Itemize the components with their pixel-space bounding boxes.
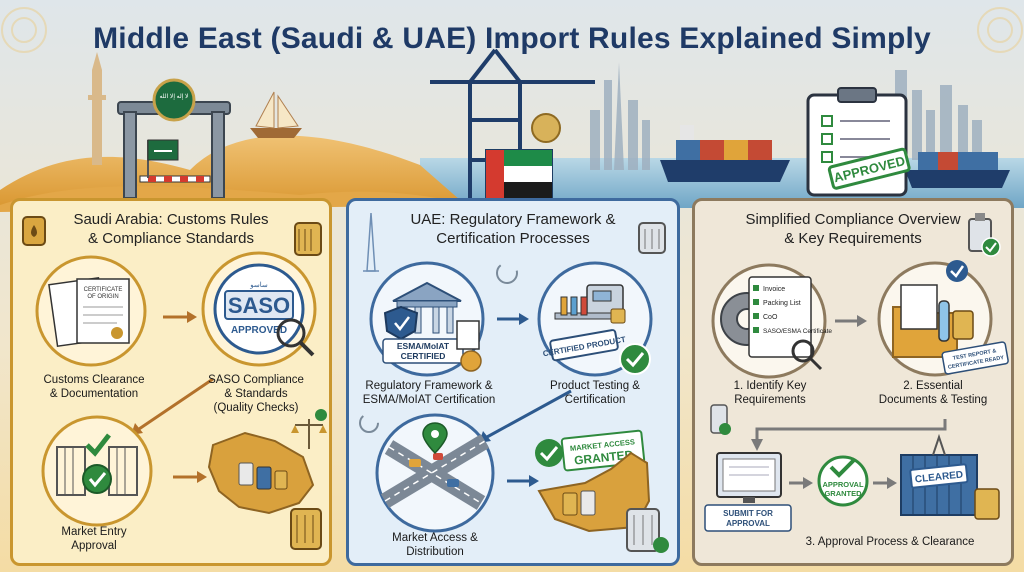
road-map-icon [375,413,495,533]
oil-can-icon [22,216,46,246]
gate-emblem-text: لا إله إلا الله [160,93,189,100]
arrow-right-icon [187,311,197,323]
step-testing-line1: Product Testing & [550,380,640,392]
checklist-item-3: CoO [763,314,778,321]
checklist-gear-icon [711,263,827,379]
checklist-item-2: Packing List [763,300,801,307]
filter-with-check-icon [968,213,1001,257]
certificate-text-2: OF ORIGIN [87,294,118,300]
checklist-item-4: SASO/ESMA Certificate [763,328,832,335]
checkmark-icon [85,433,111,457]
uae-map-icon [537,451,651,533]
arrow-right-icon [857,315,867,327]
step-testing-line2: Certification [564,394,626,406]
saso-arabic-text: ساسو [249,281,268,289]
step-customs-clearance-line2: & Documentation [49,388,139,400]
market-entry-gate-icon [41,415,153,527]
arrow-right-icon-2 [197,471,207,483]
page-title: Middle East (Saudi & UAE) Import Rules E… [93,22,931,55]
lab-testing-icon: CERTIFIED PRODUCT [537,261,653,377]
scales-of-justice-icon [291,409,327,449]
saso-approved-text: APPROVED [231,325,287,336]
arrow-right-icon-3 [887,477,897,489]
step-market-entry-line1: Market Entry [61,526,127,538]
step-documents-line2: Documents & Testing [878,394,988,406]
saudi-panel-illustrations: CERTIFICATE OF ORIGIN ساسو SASO APPROVED [22,216,327,550]
step-framework-line2: ESMA/MoIAT Certification [362,394,496,406]
uae-panel-illustrations: ESMA/MoIAT CERTIFIED CERTIFIED PRODUCT [359,212,669,553]
folder-test-tube-icon [877,260,993,377]
approval-granted-line1: APPROVAL [822,480,864,489]
step-customs-clearance-line1: Customs Clearance [43,374,145,386]
approval-granted-stamp [817,455,869,507]
uae-panel: UAE: Regulatory Framework & Certificatio… [346,198,680,566]
esma-tag-line1: ESMA/MoIAT [397,341,450,351]
step-framework-line1: Regulatory Framework & [365,380,493,392]
step-market-entry-line2: Approval [71,540,117,552]
approval-granted-line2: GRANTED [824,489,862,498]
step-market-access-line1: Market Access & [392,532,478,544]
filter-icon [638,222,666,254]
step-saso-line1: SASO Compliance [208,374,304,386]
overview-panel-illustrations: Invoice Packing List CoO SASO/ESMA Certi… [704,213,1009,532]
overview-panel-title-line2: & Key Requirements [784,230,922,247]
step-saso-line3: (Quality Checks) [213,402,299,414]
step-identify-line1: 1. Identify Key [733,380,807,392]
uae-panel-title-line1: UAE: Regulatory Framework & [410,211,616,228]
saudi-panel-title-line2: & Compliance Standards [88,230,254,247]
handshake-icon [460,350,482,372]
saso-stamp-icon: ساسو SASO APPROVED [201,251,317,367]
filter-with-check-icon [626,508,669,553]
check-circle-icon [619,343,651,375]
refresh-icon [496,262,518,284]
oil-filter-icon [294,222,322,256]
step-identify-line2: Requirements [734,394,806,406]
refresh-icon-2 [359,413,379,433]
magnifier-icon [791,339,815,363]
step-documents-line1: 2. Essential [903,380,963,392]
filter-icon-small [710,404,731,435]
cleared-text: CLEARED [914,470,963,486]
arrow-right-icon-2 [529,475,539,487]
arrow-down-icon [751,439,763,451]
submit-line2: APPROVAL [726,519,770,528]
document-icon [456,320,480,350]
saso-stamp-text: SASO [228,293,290,318]
uae-panel-title-line2: Certification Processes [436,230,590,247]
arrow-right-icon-2 [803,477,813,489]
customs-documents-icon: CERTIFICATE OF ORIGIN [35,255,147,367]
monitor-submit-icon [704,452,792,532]
saudi-panel-title-line1: Saudi Arabia: Customs Rules [73,211,269,228]
step-approval-line1: 3. Approval Process & Clearance [805,536,975,548]
step-saso-line2: & Standards [224,388,288,400]
overview-panel-title-line1: Simplified Compliance Overview [745,211,961,228]
certificate-text-1: CERTIFICATE [84,287,123,293]
shield-icon [383,305,419,341]
checklist-item-1: Invoice [763,286,785,293]
arrow-right-icon [519,313,529,325]
ministry-building-icon [369,261,485,377]
submit-line1: SUBMIT FOR [723,509,773,518]
overview-panel: Simplified Compliance Overview & Key Req… [692,198,1014,566]
burj-tower-icon [363,212,379,272]
badge-check-icon [946,260,968,282]
esma-tag-line2: CERTIFIED [401,351,446,361]
saudi-panel: Saudi Arabia: Customs Rules & Compliance… [10,198,332,566]
filter-with-tag-icon [290,508,322,550]
saudi-map-icon [207,431,315,515]
step-market-access-line2: Distribution [406,546,464,558]
